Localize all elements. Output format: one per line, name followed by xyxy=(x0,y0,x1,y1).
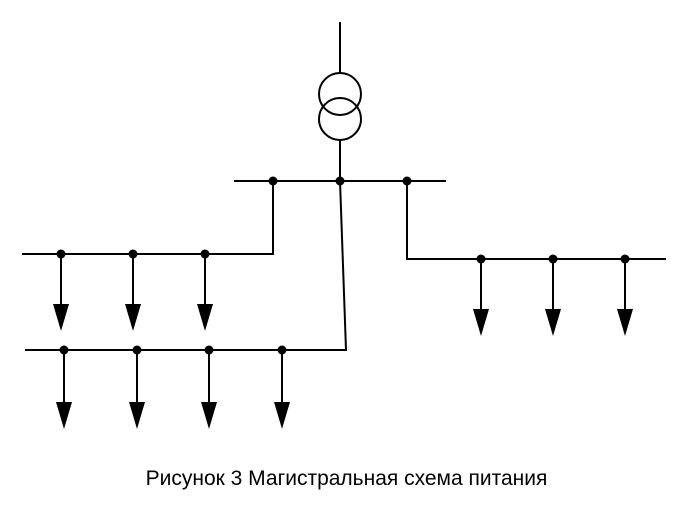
transformer-icon xyxy=(318,72,362,141)
load-arrow-icon xyxy=(56,345,72,429)
load-arrow-icon xyxy=(201,345,217,429)
junction-node xyxy=(268,176,278,186)
load-arrow-icon xyxy=(545,254,561,336)
left-branch-loads xyxy=(53,249,213,331)
transformer-primary-winding xyxy=(318,72,362,116)
right-branch-riser xyxy=(406,181,666,260)
load-arrow-icon xyxy=(53,249,69,331)
right-branch xyxy=(406,181,666,260)
busbar-junctions xyxy=(268,176,412,186)
load-arrow-icon xyxy=(197,249,213,331)
load-arrow-icon xyxy=(129,345,145,429)
left-branch xyxy=(22,181,274,255)
lower-branch-loads xyxy=(56,345,290,429)
right-branch-loads xyxy=(473,254,633,336)
lower-branch xyxy=(25,180,348,351)
left-branch-riser xyxy=(22,181,274,255)
transformer-group xyxy=(318,22,362,181)
load-arrow-icon xyxy=(274,345,290,429)
junction-node xyxy=(402,176,412,186)
figure-caption: Рисунок 3 Магистральная схема питания xyxy=(145,467,548,490)
transformer-secondary-winding xyxy=(318,97,362,141)
junction-node xyxy=(335,176,345,186)
load-arrow-icon xyxy=(617,254,633,336)
lower-branch-riser xyxy=(25,180,348,351)
load-arrow-icon xyxy=(473,254,489,336)
load-arrow-icon xyxy=(125,249,141,331)
